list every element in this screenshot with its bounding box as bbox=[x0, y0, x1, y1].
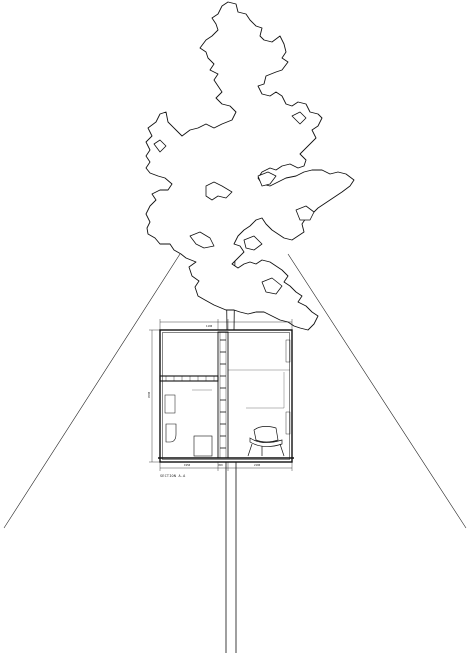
lounge-chair bbox=[247, 426, 285, 457]
cabin-section bbox=[158, 329, 294, 463]
ladder-rungs bbox=[220, 339, 226, 449]
bathroom-cabinet bbox=[164, 394, 176, 414]
section-label: SECTION A-A bbox=[160, 474, 186, 478]
guy-wire-right bbox=[287, 253, 467, 529]
dim-bottom-left: 1950 bbox=[184, 463, 191, 467]
loft-floor-slab bbox=[159, 375, 219, 382]
guy-wires bbox=[3, 253, 467, 529]
dim-left-height: 4500 bbox=[147, 391, 151, 398]
dim-top-right: 1100 bbox=[206, 324, 213, 328]
tree-canopy bbox=[145, 1, 355, 331]
dimension-lines bbox=[149, 319, 293, 471]
ladder-shaft bbox=[217, 331, 229, 459]
dim-bottom-right: 2100 bbox=[254, 463, 261, 467]
shower-tray bbox=[193, 435, 213, 457]
dim-bottom-mid: 450 bbox=[218, 463, 223, 467]
cabin-outer-wall bbox=[159, 329, 293, 463]
canopy-gaps bbox=[153, 111, 315, 295]
tree-trunk bbox=[225, 254, 237, 653]
guy-wire-left bbox=[3, 253, 181, 529]
toilet-fixture bbox=[165, 423, 177, 443]
